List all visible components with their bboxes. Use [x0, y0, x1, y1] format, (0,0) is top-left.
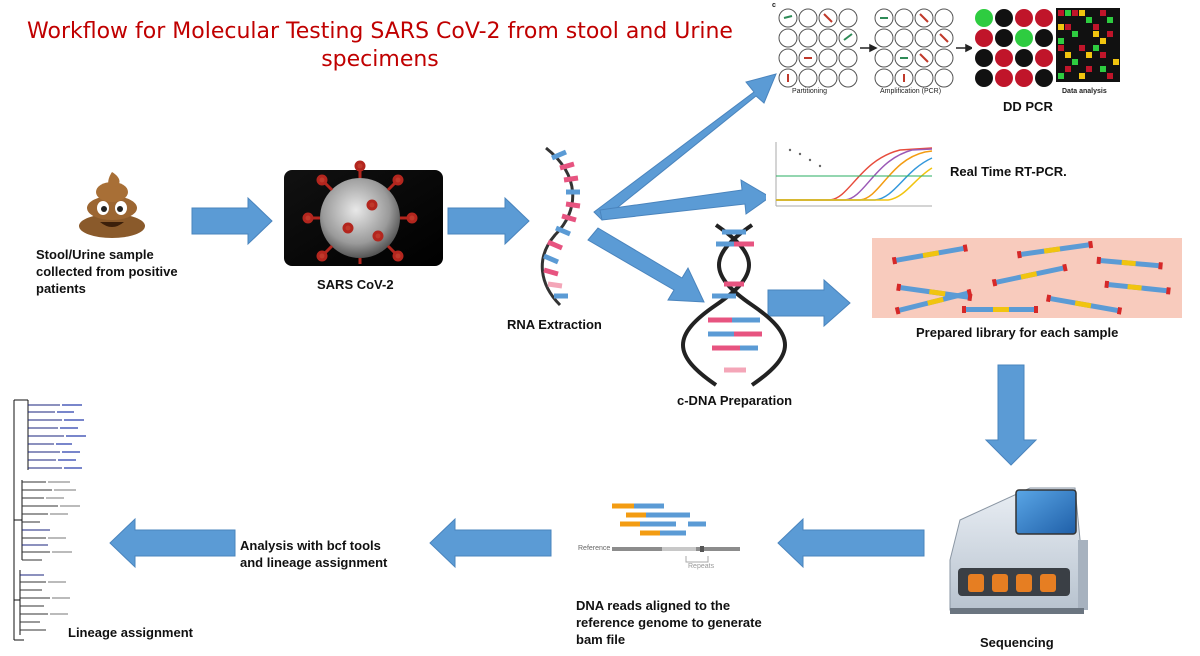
- amplification-grid: [874, 8, 954, 88]
- arrow-alignment-to-analysis: [429, 517, 552, 569]
- ddpcr-panel: [778, 6, 1122, 88]
- prepared-library-label: Prepared library for each sample: [916, 325, 1119, 340]
- arrow-rna-to-ddpcr: [593, 73, 777, 221]
- partitioning-grid: [778, 8, 858, 88]
- page-title: Workflow for Molecular Testing SARS CoV-…: [27, 19, 733, 72]
- arrow-cdna-to-library: [767, 278, 851, 328]
- cdna-preparation-label: c-DNA Preparation: [677, 393, 793, 408]
- arrow-rna-to-rtpcr: [599, 179, 771, 221]
- stool-sample-label: Stool/Urine sample collected from positi…: [36, 247, 178, 296]
- arrow-rna-to-cdna: [587, 227, 705, 303]
- data-analysis-label: Data analysis: [1062, 88, 1107, 95]
- arrow-stool-to-virus: [191, 196, 273, 246]
- library-panel: [872, 238, 1182, 318]
- reference-label: Reference: [578, 545, 611, 552]
- rna-strand: [540, 146, 581, 307]
- sars-cov-2-image: [284, 160, 443, 266]
- repeats-label: Repeats: [688, 563, 715, 570]
- rna-extraction-label: RNA Extraction: [507, 317, 602, 332]
- ddpcr-panel-corner-letter: c: [772, 2, 776, 9]
- droplet-results: [972, 6, 1122, 87]
- amplification-label: Amplification (PCR): [880, 88, 942, 95]
- alignment-label: DNA reads aligned to the reference genom…: [576, 598, 762, 647]
- arrow-library-to-sequencer: [984, 364, 1038, 466]
- lineage-assignment-label: Lineage assignment: [68, 625, 193, 640]
- arrow-virus-to-rna: [447, 196, 530, 246]
- arrow-analysis-to-lineage: [109, 517, 236, 569]
- sequencing-label: Sequencing: [980, 635, 1054, 650]
- phylogenetic-tree: [13, 399, 86, 641]
- stool-sample-icon: [79, 172, 145, 238]
- alignment-illustration: [612, 503, 740, 563]
- analysis-label: Analysis with bcf tools and lineage assi…: [240, 538, 388, 570]
- partitioning-label: Partitioning: [792, 88, 828, 95]
- cdna-double-helix: [681, 223, 787, 387]
- rtpcr-chart-thumbnail: [766, 138, 936, 216]
- sars-cov-2-label: SARS CoV-2: [317, 277, 394, 292]
- sequencer-machine: [949, 487, 1088, 614]
- ddpcr-label: DD PCR: [1003, 99, 1053, 114]
- arrow-seq-to-alignment: [777, 517, 925, 569]
- rtpcr-label: Real Time RT-PCR.: [950, 164, 1067, 179]
